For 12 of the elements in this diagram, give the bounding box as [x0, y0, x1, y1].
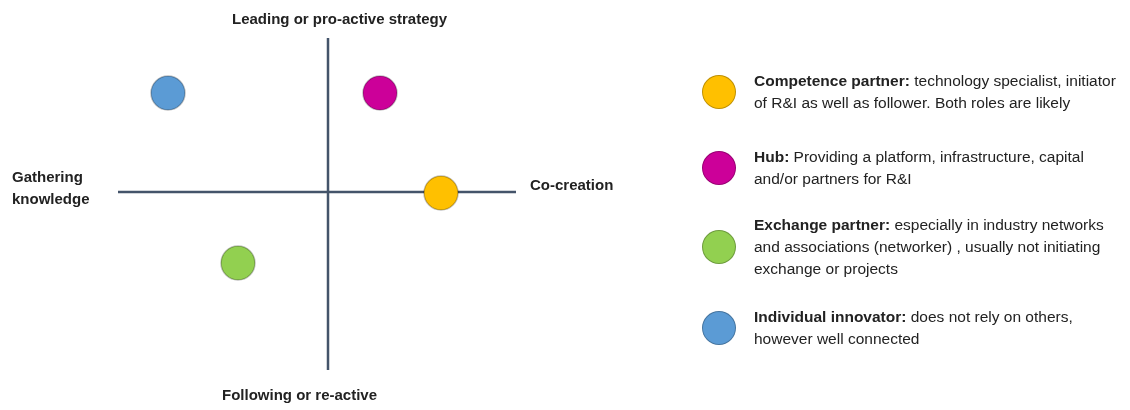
legend-text: Hub: Providing a platform, infrastructure, capital and/or partners for R&I — [754, 147, 1085, 189]
legend-text: Exchange partner: especially in industry networks and associations (networker) , usually not initiating exchange or projects — [754, 215, 1105, 279]
legend-text: Individual innovator: does not rely on others, however well connected — [754, 307, 1074, 349]
axis-label: Co-creation — [530, 175, 615, 195]
circle-marker — [220, 245, 256, 281]
axis-label: Leading or pro-active strategy — [232, 9, 449, 29]
axis-label: Following or re-active — [222, 385, 379, 405]
axis-label: Gathering knowledge — [12, 167, 91, 209]
circle-marker — [150, 75, 186, 111]
circle-marker — [423, 175, 459, 211]
legend-text: Competence partner: technology specialist, initiator of R&I as well as follower. Both roles are likely — [754, 71, 1117, 113]
circle-marker — [362, 75, 398, 111]
